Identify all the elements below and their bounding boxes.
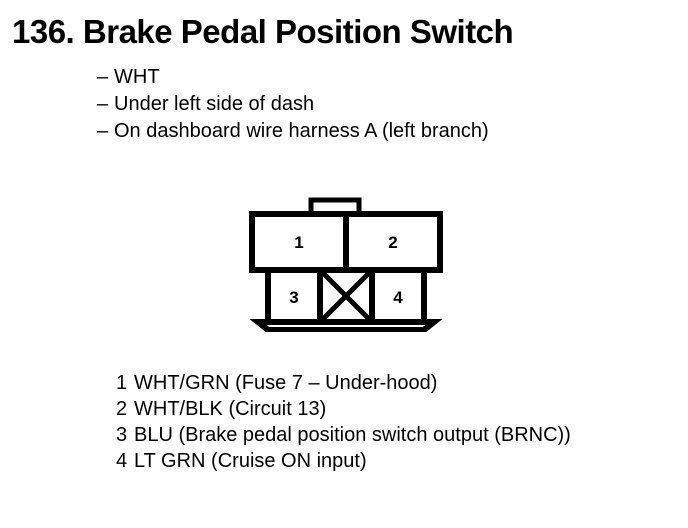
pin-legend: 1 WHT/GRN (Fuse 7 – Under-hood) 2 WHT/BL…: [116, 370, 571, 474]
blank-cavity-x-icon: [321, 271, 371, 321]
cavity-label-4: 4: [393, 288, 403, 307]
legend-pin-number: 4: [116, 450, 128, 472]
legend-row: 2 WHT/BLK (Circuit 13): [116, 396, 571, 422]
list-item: – On dashboard wire harness A (left bran…: [97, 118, 489, 145]
notes-list: – WHT – Under left side of dash – On das…: [97, 64, 489, 145]
list-item-label: On dashboard wire harness A (left branch…: [114, 120, 489, 142]
legend-row: 4 LT GRN (Cruise ON input): [116, 448, 571, 474]
list-item-label: WHT: [114, 66, 160, 88]
list-item: – Under left side of dash: [97, 91, 489, 118]
legend-row: 3 BLU (Brake pedal position switch outpu…: [116, 422, 571, 448]
legend-pin-description: WHT/GRN (Fuse 7 – Under-hood): [134, 372, 438, 394]
page-title: 136. Brake Pedal Position Switch: [12, 13, 514, 50]
dash-bullet-icon: –: [97, 120, 109, 142]
legend-pin-number: 2: [116, 398, 128, 420]
cavity-label-2: 2: [388, 233, 397, 252]
list-item: – WHT: [97, 64, 489, 91]
connector-drawing: 1 2 3 4: [249, 197, 443, 332]
dash-bullet-icon: –: [97, 93, 109, 115]
dash-bullet-icon: –: [97, 66, 109, 88]
cavity-label-3: 3: [289, 288, 298, 307]
cavity-label-1: 1: [294, 233, 303, 252]
legend-pin-number: 3: [116, 424, 128, 446]
legend-row: 1 WHT/GRN (Fuse 7 – Under-hood): [116, 370, 571, 396]
legend-pin-description: WHT/BLK (Circuit 13): [134, 398, 327, 420]
legend-pin-description: LT GRN (Cruise ON input): [134, 450, 367, 472]
list-item-label: Under left side of dash: [114, 93, 315, 115]
legend-pin-number: 1: [116, 372, 128, 394]
legend-pin-description: BLU (Brake pedal position switch output …: [134, 424, 571, 446]
connector-base-flange: [249, 319, 443, 332]
connector-diagram: 1 2 3 4: [248, 194, 448, 332]
